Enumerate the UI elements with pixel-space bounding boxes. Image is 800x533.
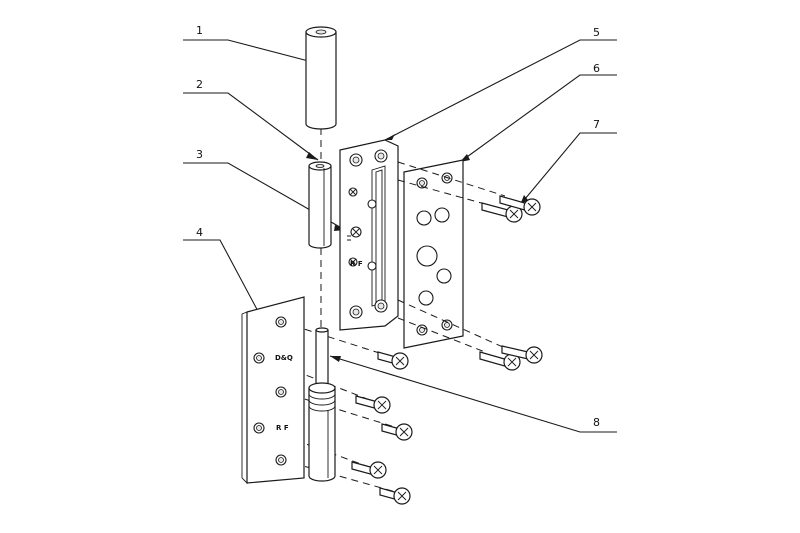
callout-3: 3 (196, 148, 203, 161)
callout-4: 4 (196, 226, 203, 239)
leaf-plate: D&Q R F (241, 296, 305, 485)
lower-knuckle (308, 382, 336, 482)
frame-hinge-body: R F (339, 139, 399, 331)
callout-numbers: 1 2 3 4 5 6 7 8 (196, 24, 600, 429)
callout-6: 6 (593, 62, 600, 75)
callout-8: 8 (593, 416, 600, 429)
leaf-side-stamp: R F (276, 424, 289, 432)
wood-screws-right (479, 195, 543, 371)
upper-knuckle (308, 161, 332, 249)
frame-leaf-side-stamp: R F (350, 260, 363, 268)
callout-2: 2 (196, 78, 203, 91)
lower-pin (315, 327, 329, 391)
leaf-model-stamp: D&Q (275, 354, 293, 362)
callout-5: 5 (593, 26, 600, 39)
wood-screws-left (351, 351, 413, 505)
top-pin (305, 26, 337, 130)
mounting-plate (403, 159, 464, 349)
callout-7: 7 (593, 118, 600, 131)
callout-1: 1 (196, 24, 203, 37)
